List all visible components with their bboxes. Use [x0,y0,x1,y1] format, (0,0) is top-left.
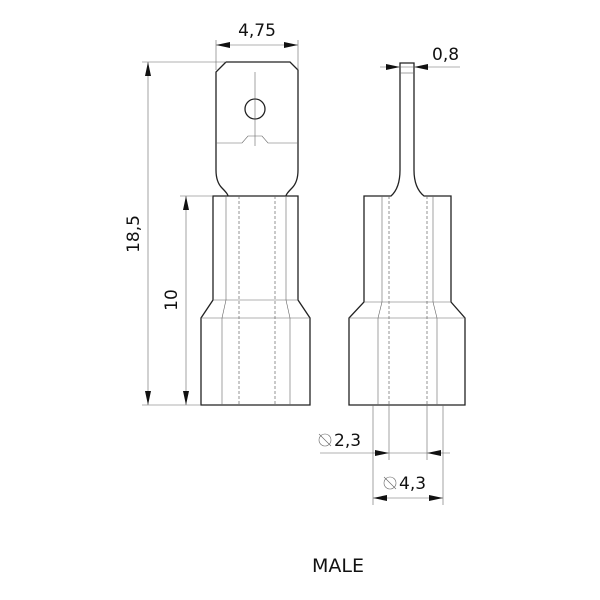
side-view [348,62,466,406]
diameter-icon [318,433,332,447]
front-view [200,61,311,406]
dim-outer-diameter: 4,3 [399,474,426,494]
diameter-icon [383,476,397,490]
dim-tab-width: 4,75 [238,21,276,41]
dim-body-length: 10 [162,289,182,311]
dim-inner-diameter: 2,3 [334,431,361,451]
dim-total-length: 18,5 [124,215,144,253]
dimension-lines [142,40,460,505]
dim-tab-thickness: 0,8 [432,45,459,65]
caption: MALE [312,555,364,577]
